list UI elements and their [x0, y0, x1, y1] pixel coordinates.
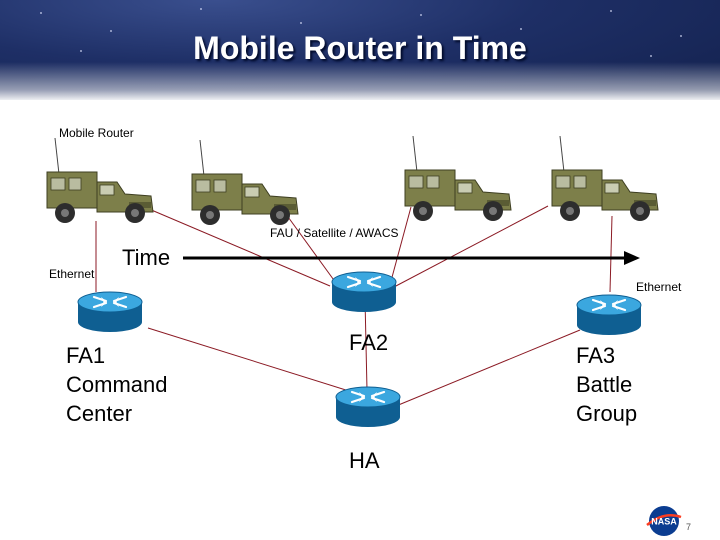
fa2-label: FA2: [349, 330, 388, 356]
router-icon: [577, 295, 641, 335]
military-vehicle-icon: [405, 136, 511, 221]
ethernet-label-right: Ethernet: [636, 280, 681, 294]
time-label: Time: [122, 245, 170, 271]
mobile-router-label: Mobile Router: [59, 126, 134, 140]
router-icon: [78, 292, 142, 332]
military-vehicle-icon: [47, 138, 153, 223]
router-icon: [332, 272, 396, 312]
military-vehicle-icon: [552, 136, 658, 221]
ethernet-label-left: Ethernet: [49, 267, 94, 281]
fau-label: FAU / Satellite / AWACS: [270, 226, 398, 240]
ha-label: HA: [349, 448, 380, 474]
nasa-logo: NASA: [643, 505, 685, 537]
page-number: 7: [686, 522, 691, 532]
military-vehicle-icon: [192, 140, 298, 225]
svg-text:NASA: NASA: [651, 517, 677, 527]
router-icon: [336, 387, 400, 427]
